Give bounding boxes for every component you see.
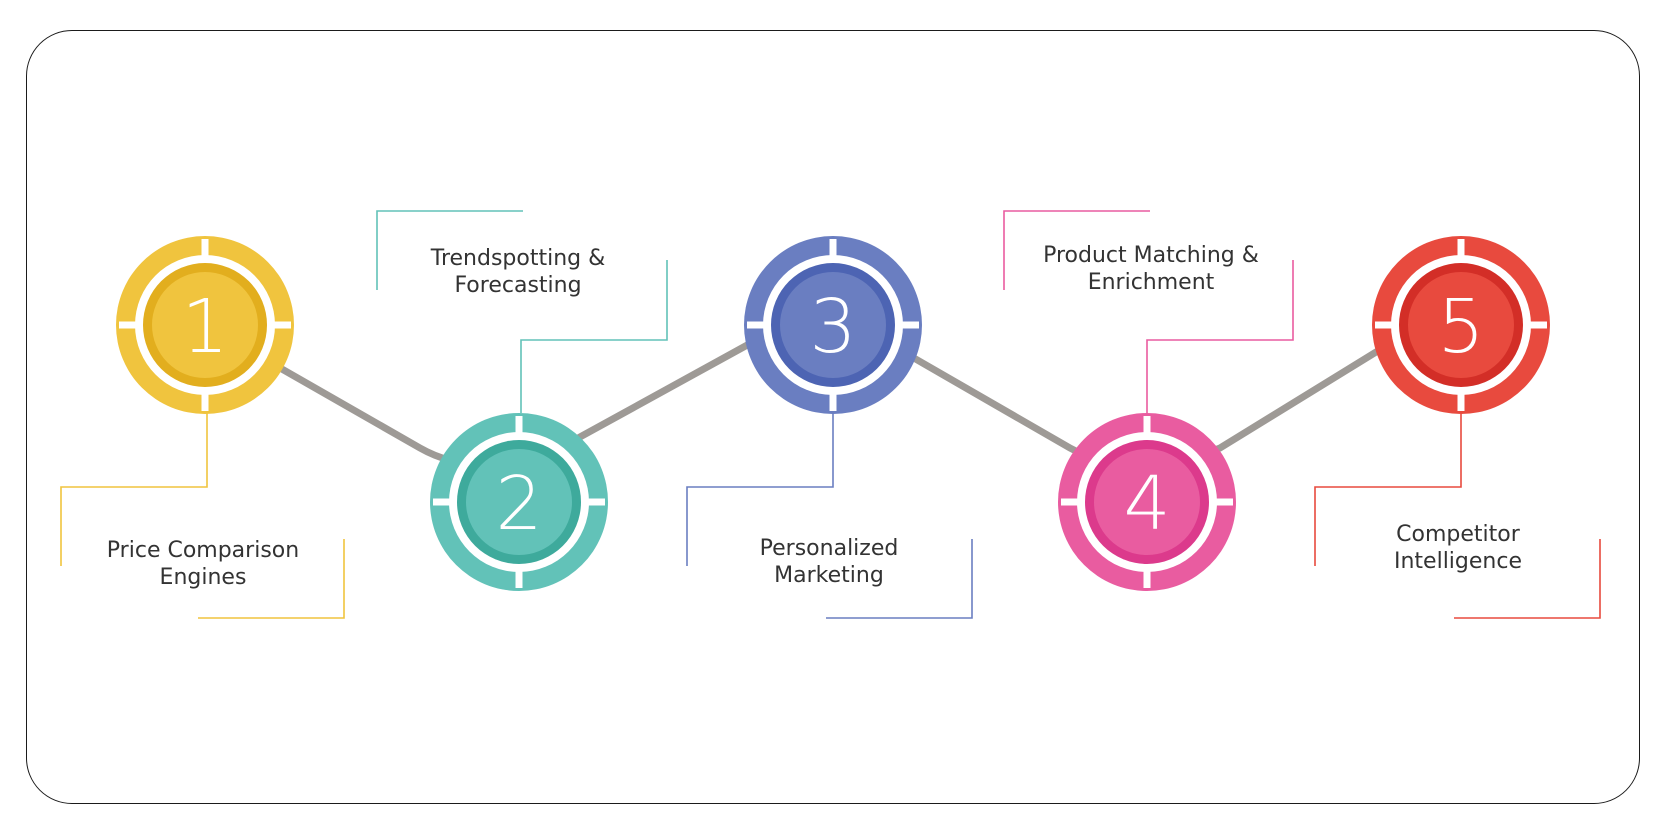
step-2-callout-line-a xyxy=(520,260,668,413)
step-2-tick-marks xyxy=(433,416,605,588)
step-1-label: Price Comparison Engines xyxy=(107,537,299,591)
step-3-label-line-1: Personalized xyxy=(759,536,899,561)
step-2-number: 2 xyxy=(495,461,542,547)
step-4: 4 xyxy=(1003,210,1294,591)
step-4-callout-line-b xyxy=(1003,210,1150,290)
step-1-label-line-1: Price Comparison xyxy=(106,538,300,563)
step-3: 3 xyxy=(686,236,973,619)
step-5-label: Competitor Intelligence xyxy=(1394,521,1522,575)
step-1-tick-marks xyxy=(119,239,291,411)
step-1: 1 xyxy=(60,236,345,619)
step-5-callout-line-a xyxy=(1314,413,1462,566)
step-3-label: Personalized Marketing xyxy=(760,535,899,589)
step-1-callout-line-b xyxy=(198,539,345,619)
step-5-label-line-2: Intelligence xyxy=(1393,549,1523,574)
step-2-label-line-2: Forecasting xyxy=(454,273,582,298)
step-5-core xyxy=(1408,272,1514,378)
step-4-callout-line-a xyxy=(1146,260,1294,413)
step-2-label-line-1: Trendspotting & xyxy=(430,246,606,271)
step-1-callout-line-a xyxy=(60,413,208,566)
step-3-callout-line-b xyxy=(826,539,973,619)
step-3-label-line-2: Marketing xyxy=(774,563,884,588)
step-4-core xyxy=(1094,449,1200,555)
step-5-number: 5 xyxy=(1437,284,1484,370)
step-5-tick-marks xyxy=(1375,239,1547,411)
step-4-number: 4 xyxy=(1123,461,1170,547)
step-3-core xyxy=(780,272,886,378)
step-3-tick-marks xyxy=(747,239,919,411)
step-2-core xyxy=(466,449,572,555)
step-1-number: 1 xyxy=(181,284,228,370)
step-3-callout-line-a xyxy=(686,413,834,566)
step-5-callout-line-b xyxy=(1454,539,1601,619)
step-2-callout-line-b xyxy=(376,210,523,290)
diagram-frame xyxy=(26,30,1640,804)
step-3-number: 3 xyxy=(809,284,856,370)
step-4-label: Product Matching & Enrichment xyxy=(1043,242,1259,296)
step-2: 2 xyxy=(376,210,668,591)
step-1-core xyxy=(152,272,258,378)
step-5-label-line-1: Competitor xyxy=(1396,522,1520,547)
step-5: 5 xyxy=(1314,236,1601,619)
step-4-tick-marks xyxy=(1061,416,1233,588)
step-4-label-line-2: Enrichment xyxy=(1087,270,1215,295)
step-2-label: Trendspotting & Forecasting xyxy=(431,245,606,299)
step-1-label-line-2: Engines xyxy=(159,565,247,590)
step-4-label-line-1: Product Matching & xyxy=(1043,243,1259,268)
